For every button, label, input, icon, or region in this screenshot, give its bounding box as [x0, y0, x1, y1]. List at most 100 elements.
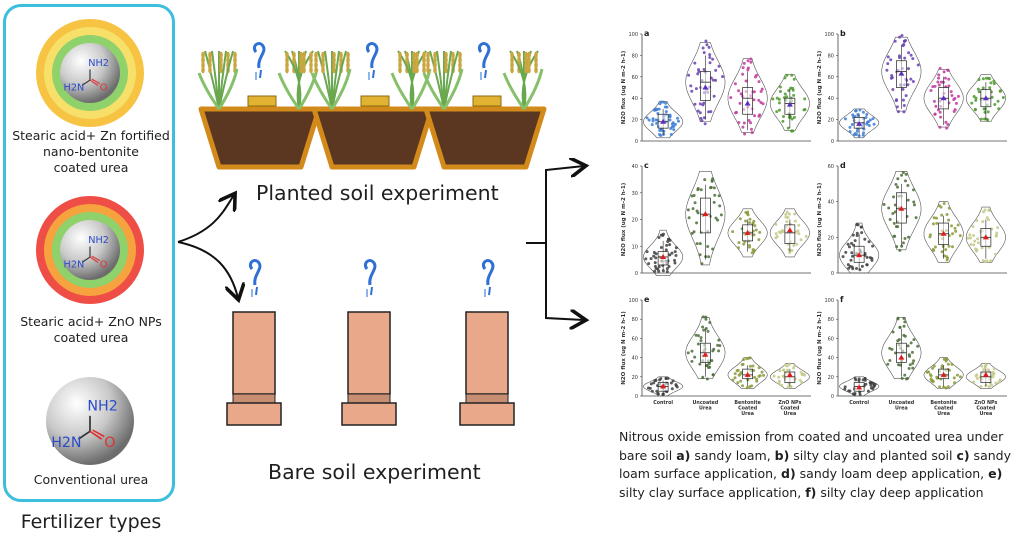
data-point: [909, 341, 913, 345]
data-point: [665, 267, 669, 271]
data-point: [942, 254, 946, 258]
data-point: [901, 98, 905, 102]
data-point: [955, 373, 959, 377]
data-point: [945, 255, 949, 259]
data-point: [894, 99, 898, 103]
data-point: [698, 242, 702, 246]
data-point: [994, 234, 998, 238]
data-point: [790, 117, 794, 121]
connector-down: [545, 243, 584, 320]
y-tick-label: 0: [831, 139, 834, 145]
data-point: [850, 241, 854, 245]
data-point: [742, 121, 746, 125]
y-tick-label: 40: [828, 200, 834, 206]
x-category-label: Coated: [780, 406, 800, 412]
data-point: [909, 77, 913, 81]
data-point: [793, 219, 797, 223]
data-point: [886, 62, 890, 66]
gas-emission-icon: [365, 42, 379, 80]
data-point: [697, 70, 701, 74]
data-point: [664, 110, 668, 114]
data-point: [690, 89, 694, 93]
data-point: [795, 242, 799, 246]
violin-shape: [727, 208, 768, 258]
data-point: [864, 382, 868, 386]
data-point: [753, 114, 757, 118]
data-point: [937, 76, 941, 80]
y-tick-label: 60: [632, 336, 638, 342]
y-axis-label: N2O flux (ug N m-2 h-1): [817, 182, 823, 256]
data-point: [969, 242, 973, 246]
data-point: [857, 377, 861, 381]
data-point: [865, 122, 869, 126]
data-point: [783, 92, 787, 96]
caption-segment: c): [956, 447, 970, 463]
data-point: [668, 118, 672, 122]
data-point: [775, 110, 779, 114]
data-point: [855, 233, 859, 237]
data-point: [843, 117, 847, 121]
data-point: [780, 229, 784, 233]
data-point: [997, 107, 1001, 111]
data-point: [696, 334, 700, 338]
data-point: [666, 240, 670, 244]
y-tick-label: 40: [632, 96, 638, 102]
data-point: [781, 115, 785, 119]
data-point: [671, 379, 675, 383]
data-point: [755, 377, 759, 381]
data-point: [778, 369, 782, 373]
data-point: [947, 218, 951, 222]
data-point: [870, 258, 874, 262]
connector-up: [545, 166, 584, 243]
data-point: [708, 53, 712, 57]
data-point: [938, 110, 942, 114]
y-tick-label: 20: [632, 118, 638, 124]
data-point: [711, 78, 715, 82]
y-tick-label: 80: [828, 53, 834, 59]
data-point: [708, 186, 712, 190]
data-point: [733, 376, 737, 380]
data-point: [733, 372, 737, 376]
data-point: [785, 210, 789, 214]
data-point: [890, 76, 894, 80]
y-tick-label: 100: [824, 298, 834, 304]
data-point: [703, 122, 707, 126]
data-point: [662, 132, 666, 136]
data-point: [872, 122, 876, 126]
data-point: [701, 103, 705, 107]
data-point: [933, 84, 937, 88]
data-point: [786, 368, 790, 372]
data-point: [857, 134, 861, 138]
data-point: [888, 358, 892, 362]
arrow-to-planted: [177, 195, 234, 243]
data-point: [737, 121, 741, 125]
data-point: [901, 171, 905, 175]
rice-plant-icon: [310, 50, 352, 110]
y-tick-label: 20: [828, 375, 834, 381]
data-point: [755, 73, 759, 77]
data-point: [985, 216, 989, 220]
data-point: [901, 241, 905, 245]
y-tick-label: 40: [828, 356, 834, 362]
violin-shape: [643, 229, 684, 276]
mean-marker: [660, 253, 667, 259]
y-tick-label: 0: [635, 271, 638, 277]
data-point: [791, 129, 795, 133]
data-point: [904, 94, 908, 98]
data-point: [946, 122, 950, 126]
data-point: [851, 392, 855, 396]
data-point: [942, 70, 946, 74]
data-point: [673, 122, 677, 126]
data-point: [903, 56, 907, 60]
y-axis-label: N2O flux (ug N m-2 h-1): [621, 311, 627, 385]
data-point: [946, 385, 950, 389]
data-point: [711, 177, 715, 181]
data-point: [916, 63, 920, 67]
data-point: [929, 374, 933, 378]
data-point: [746, 213, 750, 217]
data-point: [890, 347, 894, 351]
data-point: [674, 253, 678, 257]
